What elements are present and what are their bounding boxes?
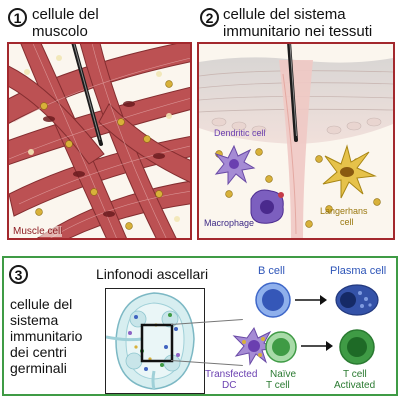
skin-tissue-graphic: [199, 44, 393, 238]
lymph-node-title: Linfonodi ascellari: [96, 266, 209, 282]
activated-t-cell-label-line2: Activated: [334, 380, 376, 391]
arrow-right-icon: [301, 341, 333, 351]
plasma-cell-graphic: [335, 284, 379, 316]
transfected-dendritic-cell-graphic: [232, 326, 276, 366]
activated-t-cell-graphic: [339, 329, 375, 365]
muscle-fibers-graphic: [9, 44, 190, 238]
panel3-title-line2: sistema: [10, 312, 59, 328]
langerhans-cell-label-line2: cell: [340, 217, 354, 227]
arrow-right-icon: [295, 295, 327, 305]
panel3-title-line5: germinali: [10, 360, 67, 376]
panel1-title-line1: cellule del: [32, 6, 99, 23]
panel3-title-line4: dei centri: [10, 344, 67, 360]
panel1-muscle-illustration: [7, 42, 192, 240]
langerhans-cell-graphic: [322, 144, 377, 199]
needle-icon: [287, 44, 298, 142]
plasma-cell-label: Plasma cell: [330, 265, 387, 277]
naive-t-cell-label-line2: T cell: [266, 380, 290, 391]
dendritic-cell-graphic: [214, 144, 256, 186]
panel1-title-line2: muscolo: [32, 23, 88, 40]
panel1-number-badge: 1: [8, 8, 27, 27]
panel2-title-line2: immunitario nei tessuti: [223, 23, 373, 40]
lymph-node-illustration: [105, 288, 205, 394]
panel2-title-line1: cellule del sistema: [223, 6, 346, 23]
panel3-number-badge: 3: [9, 265, 28, 284]
panel3-title-line1: cellule del: [10, 296, 73, 312]
b-cell-label: B cell: [258, 265, 285, 277]
transfected-dc-label-line1: Transfected: [205, 369, 258, 380]
langerhans-cell-label-line1: Langerhans: [320, 206, 368, 216]
panel2-tissue-illustration: [197, 42, 395, 240]
activated-t-cell-label-line1: T cell: [343, 369, 367, 380]
muscle-cell-label: Muscle cell: [13, 226, 63, 237]
transfected-dc-label-line2: DC: [222, 380, 237, 391]
naive-t-cell-label-line1: Naïve: [270, 369, 297, 380]
antigen-dot-icon: [35, 80, 173, 230]
macrophage-graphic: [250, 189, 284, 224]
panel2-number-badge: 2: [200, 8, 219, 27]
macrophage-label: Macrophage: [204, 218, 255, 228]
dendritic-cell-label: Dendritic cell: [214, 128, 266, 138]
naive-t-cell-graphic: [265, 331, 297, 363]
lymph-node-icon: [106, 292, 195, 390]
needle-icon: [71, 44, 103, 146]
b-cell-graphic: [255, 282, 291, 318]
panel3-title-line3: immunitario: [10, 328, 83, 344]
